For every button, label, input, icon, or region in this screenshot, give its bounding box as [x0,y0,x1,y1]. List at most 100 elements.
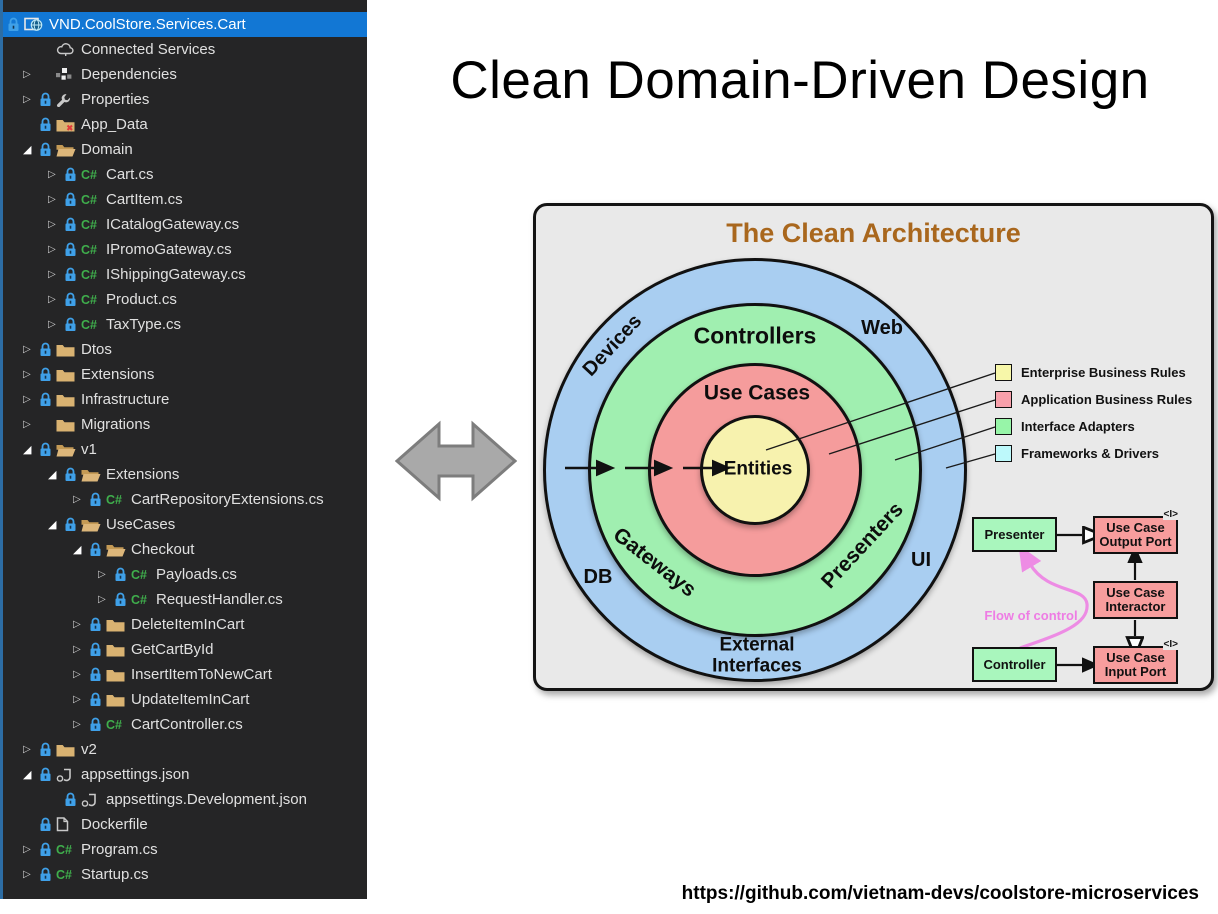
csharp-icon: C# [81,217,103,232]
tree-item[interactable]: App_Data [3,112,367,137]
chevron-collapsed-icon[interactable]: ▷ [48,244,56,255]
chevron-collapsed-icon[interactable]: ▷ [23,844,31,855]
tree-item-label: Connected Services [81,41,216,58]
tree-item[interactable]: appsettings.Development.json [3,787,367,812]
csharp-icon: C# [131,592,153,607]
chevron-collapsed-icon[interactable]: ▷ [98,594,106,605]
tree-item[interactable]: ▷InsertItemToNewCart [3,662,367,687]
tree-item-label: DeleteItemInCart [131,616,245,633]
tree-item[interactable]: ▷Dtos [3,337,367,362]
tree-item[interactable]: ▷C#TaxType.cs [3,312,367,337]
tree-item[interactable]: ▷C#ICatalogGateway.cs [3,212,367,237]
chevron-collapsed-icon[interactable]: ▷ [23,369,31,380]
legend-item: Interface Adapters [995,418,1135,435]
tree-item[interactable]: ◢ appsettings.json [3,762,367,787]
csharp-icon: C# [106,717,128,732]
tree-item-label: Cart.cs [106,166,154,183]
tree-item[interactable]: ◢v1 [3,437,367,462]
lock-icon [39,92,56,107]
lock-icon [64,792,81,807]
svg-text:C#: C# [56,843,72,857]
tree-item-label: RequestHandler.cs [156,591,283,608]
cloud-icon [56,42,78,57]
lock-icon [7,17,24,32]
tree-item[interactable]: ▷Infrastructure [3,387,367,412]
chevron-expanded-icon[interactable]: ◢ [23,768,32,781]
tree-item-label: TaxType.cs [106,316,182,333]
chevron-expanded-icon[interactable]: ◢ [48,518,57,531]
tree-item[interactable]: ▷ C#RequestHandler.cs [3,587,367,612]
tree-item[interactable]: ▷C#IShippingGateway.cs [3,262,367,287]
tree-item[interactable]: ▷ UpdateItemInCart [3,687,367,712]
chevron-collapsed-icon[interactable]: ▷ [73,669,81,680]
chevron-collapsed-icon[interactable]: ▷ [73,644,81,655]
tree-item[interactable]: Connected Services [3,37,367,62]
tree-item[interactable]: ▷C#IPromoGateway.cs [3,237,367,262]
lock-icon [64,242,81,257]
tree-item[interactable]: ▷Properties [3,87,367,112]
chevron-collapsed-icon[interactable]: ▷ [48,269,56,280]
tree-item[interactable]: ▷C#Startup.cs [3,862,367,887]
lock-icon [89,542,106,557]
tree-item[interactable]: ▷C#Cart.cs [3,162,367,187]
tree-item[interactable]: ▷C#Product.cs [3,287,367,312]
legend-swatch-pink [995,391,1012,408]
tree-item[interactable]: ▷C#Payloads.cs [3,562,367,587]
ring-label-use-cases: Use Cases [703,381,811,405]
chevron-collapsed-icon[interactable]: ▷ [73,694,81,705]
tree-item-label: Dependencies [81,66,177,83]
chevron-collapsed-icon[interactable]: ▷ [73,719,81,730]
ring-label-web: Web [861,317,903,340]
tree-item-label: CartController.cs [131,716,243,733]
tree-item-label: Dockerfile [81,816,148,833]
chevron-collapsed-icon[interactable]: ▷ [23,344,31,355]
tree-item[interactable]: ▷Migrations [3,412,367,437]
tree-item[interactable]: ▷C#CartRepositoryExtensions.cs [3,487,367,512]
tree-item[interactable]: ▷ DeleteItemInCart [3,612,367,637]
tree-item[interactable]: ▷Extensions [3,362,367,387]
chevron-collapsed-icon[interactable]: ▷ [23,94,31,105]
tree-item[interactable]: ▷C#Program.cs [3,837,367,862]
project-icon [24,17,46,32]
tree-item[interactable]: VND.CoolStore.Services.Cart [3,12,367,37]
chevron-collapsed-icon[interactable]: ▷ [73,494,81,505]
chevron-collapsed-icon[interactable]: ▷ [23,69,31,80]
tree-item[interactable]: ▷GetCartById [3,637,367,662]
tree-item[interactable]: Dockerfile [3,812,367,837]
chevron-collapsed-icon[interactable]: ▷ [23,394,31,405]
tree-item[interactable]: ▷ C#CartController.cs [3,712,367,737]
chevron-collapsed-icon[interactable]: ▷ [23,744,31,755]
tree-item[interactable]: ▷ Dependencies [3,62,367,87]
tree-item-label: CartItem.cs [106,191,183,208]
chevron-collapsed-icon[interactable]: ▷ [23,869,31,880]
chevron-collapsed-icon[interactable]: ▷ [73,619,81,630]
tree-item[interactable]: ◢Domain [3,137,367,162]
lock-icon [39,817,56,832]
chevron-expanded-icon[interactable]: ◢ [23,443,32,456]
lock-icon [39,117,56,132]
tree-item-label: appsettings.json [81,766,190,783]
chevron-collapsed-icon[interactable]: ▷ [23,419,31,430]
chevron-collapsed-icon[interactable]: ▷ [48,219,56,230]
tree-item[interactable]: ◢UseCases [3,512,367,537]
lock-icon [64,192,81,207]
tree-item[interactable]: ◢Extensions [3,462,367,487]
chevron-expanded-icon[interactable]: ◢ [23,143,32,156]
tree-item[interactable]: ▷v2 [3,737,367,762]
svg-text:C#: C# [81,218,97,232]
lock-icon [64,517,81,532]
chevron-collapsed-icon[interactable]: ▷ [48,294,56,305]
chevron-expanded-icon[interactable]: ◢ [73,543,82,556]
chevron-collapsed-icon[interactable]: ▷ [48,169,56,180]
tree-item-label: UpdateItemInCart [131,691,250,708]
tree-item[interactable]: ▷C#CartItem.cs [3,187,367,212]
svg-text:C#: C# [131,568,147,582]
chevron-collapsed-icon[interactable]: ▷ [98,569,106,580]
tree-item[interactable]: ◢Checkout [3,537,367,562]
lock-icon [39,392,56,407]
chevron-expanded-icon[interactable]: ◢ [48,468,57,481]
dependencies-icon [56,68,78,81]
chevron-collapsed-icon[interactable]: ▷ [48,194,56,205]
lock-icon [114,592,131,607]
chevron-collapsed-icon[interactable]: ▷ [48,319,56,330]
